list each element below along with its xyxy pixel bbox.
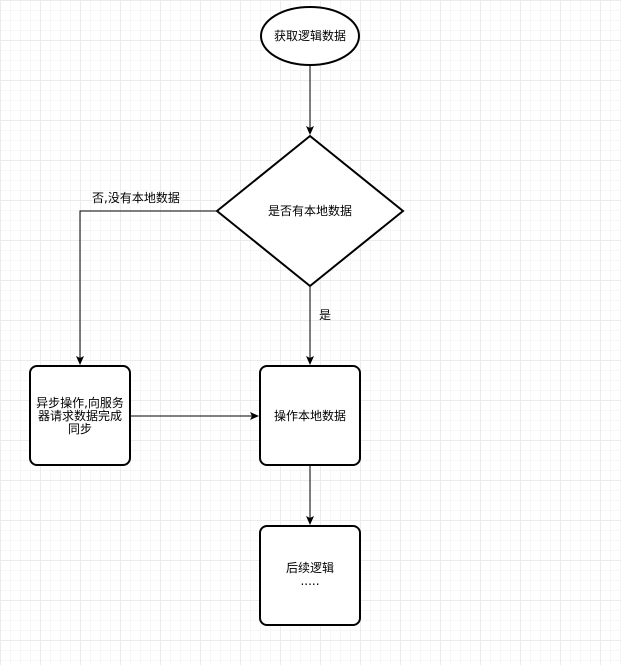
operate-node-label: 操作本地数据	[273, 408, 346, 423]
decision-node-label: 是否有本地数据	[267, 203, 352, 218]
after-node-label: 后续逻辑 .....	[285, 561, 334, 588]
edge-label-no: 否,没有本地数据	[92, 191, 180, 205]
edge-label-yes: 是	[319, 308, 332, 322]
async-node-label: 异步操作,向服务 器请求数据完成 同步	[36, 395, 124, 436]
after-node-shape[interactable]	[259, 525, 361, 626]
start-node-label: 获取逻辑数据	[273, 28, 346, 43]
edge-decision-to-async	[76, 210, 217, 365]
